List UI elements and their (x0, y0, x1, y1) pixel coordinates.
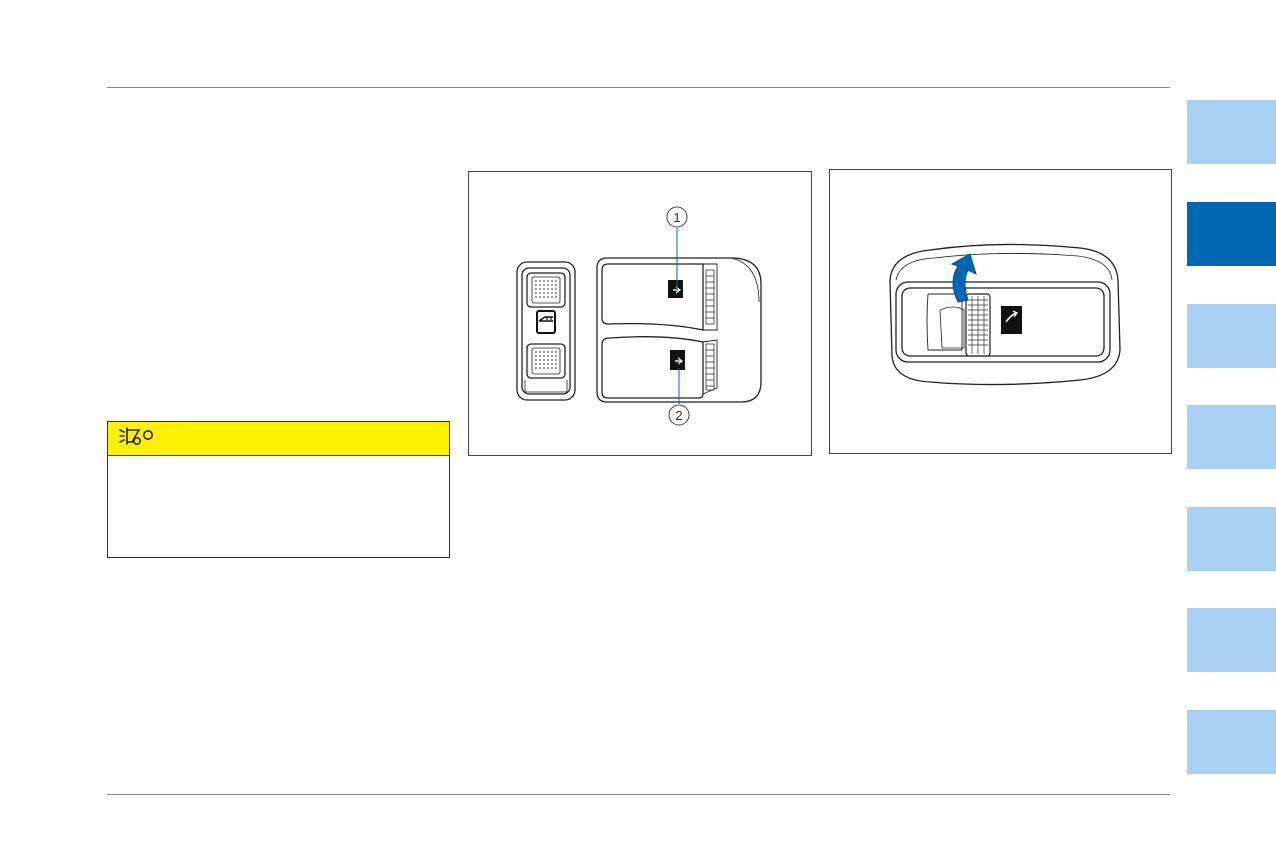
caution-body (108, 456, 449, 476)
chapter-tab-1[interactable] (1187, 100, 1276, 164)
horn-caution-icon (118, 424, 164, 453)
window-switch-icon (668, 280, 683, 298)
figure-pull-switch-up (829, 169, 1172, 454)
window-switch-icon (1001, 306, 1022, 334)
figure-window-switch-panel: 1 2 (468, 171, 812, 456)
chapter-tab-5[interactable] (1187, 507, 1276, 571)
chapter-tab-6[interactable] (1187, 608, 1276, 672)
header-rule (107, 87, 1170, 88)
chapter-tab-2[interactable] (1187, 202, 1276, 266)
footer-rule (107, 794, 1170, 795)
chapter-tab-7[interactable] (1187, 710, 1276, 774)
window-switch-icon (670, 350, 685, 370)
chapter-tab-3[interactable] (1187, 304, 1276, 368)
callout-2: 2 (675, 408, 682, 423)
caution-header (108, 422, 449, 456)
window-lock-switch-icon (536, 310, 556, 334)
caution-box (107, 421, 450, 558)
pull-up-arrow-icon (950, 253, 977, 303)
callout-marker (666, 206, 688, 228)
callout-1: 1 (673, 210, 680, 225)
callout-marker (668, 404, 690, 426)
chapter-tab-4[interactable] (1187, 405, 1276, 469)
